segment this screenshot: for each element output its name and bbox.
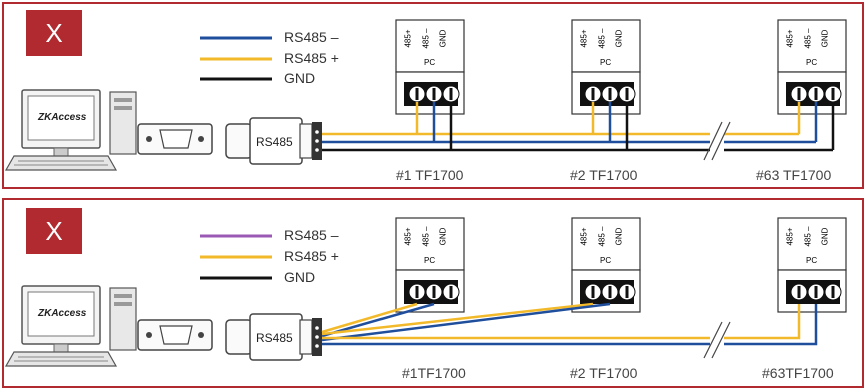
serial-port-icon: [137, 123, 213, 155]
device-label-1: #1TF1700: [402, 365, 466, 381]
break-marks: [703, 121, 731, 161]
pin-label-485-plus: 485+: [579, 29, 589, 48]
terminal-pins-63: 485+ 485 – GND PC: [778, 218, 846, 265]
terminal-block-63: [777, 19, 847, 115]
terminal-block-2: [571, 19, 641, 115]
zkaccess-logo: ZKAccess: [38, 112, 87, 123]
wiring-diagram-top: [4, 19, 847, 171]
rs485-converter-icon: [225, 117, 322, 165]
converter-label: RS485: [256, 331, 293, 345]
terminal-label: PC: [424, 58, 436, 67]
rs485-converter-icon: [225, 313, 322, 361]
pin-label-485-minus: 485 –: [421, 226, 431, 247]
pin-label-485-minus: 485 –: [597, 226, 607, 247]
terminal-pins-63: 485+ 485 – GND PC: [778, 20, 846, 67]
terminal-pins-1: 485+ 485 – GND PC: [396, 20, 464, 67]
pin-label-gnd: GND: [820, 29, 830, 48]
terminal-pins-2: 485+ 485 – GND PC: [572, 20, 640, 67]
pin-label-485-plus: 485+: [785, 227, 795, 246]
break-marks: [703, 321, 731, 359]
pin-label-485-plus: 485+: [403, 227, 413, 246]
terminal-block-1: [395, 19, 465, 115]
incorrect-badge: X: [26, 10, 82, 56]
pin-label-485-plus: 485+: [785, 29, 795, 48]
computer-icon: [4, 89, 137, 171]
pin-label-gnd: GND: [438, 29, 448, 48]
converter-label: RS485: [256, 135, 293, 149]
pin-label-gnd: GND: [438, 227, 448, 246]
terminal-pins-2: 485+ 485 – GND PC: [572, 218, 640, 265]
serial-port-icon: [137, 319, 213, 351]
panel-daisy-chain: X RS485 – RS485 + GND ZKAccess RS485 485…: [2, 2, 864, 189]
pin-label-485-minus: 485 –: [421, 28, 431, 49]
device-label-63: #63 TF1700: [756, 167, 832, 183]
legend-label-rs485-plus: RS485 +: [284, 50, 339, 66]
terminal-label: PC: [806, 58, 818, 67]
legend-label-rs485-plus: RS485 +: [284, 248, 339, 264]
terminal-label: PC: [600, 256, 612, 265]
legend-label-gnd: GND: [284, 70, 316, 86]
terminal-label: PC: [424, 256, 436, 265]
computer-icon: [4, 285, 137, 367]
pin-label-485-minus: 485 –: [597, 28, 607, 49]
pin-label-485-plus: 485+: [403, 29, 413, 48]
bus-wires-top: [322, 102, 835, 152]
pin-label-485-minus: 485 –: [803, 28, 813, 49]
device-label-1: #1 TF1700: [396, 167, 464, 183]
device-label-2: #2 TF1700: [570, 365, 638, 381]
terminal-label: PC: [600, 58, 612, 67]
pin-label-gnd: GND: [614, 227, 624, 246]
device-label-63: #63TF1700: [762, 365, 834, 381]
terminal-block-1: [395, 217, 465, 313]
pin-label-485-plus: 485+: [579, 227, 589, 246]
wiring-diagram-bottom: [4, 217, 847, 367]
pin-label-gnd: GND: [614, 29, 624, 48]
terminal-label: PC: [806, 256, 818, 265]
zkaccess-logo: ZKAccess: [38, 308, 87, 319]
terminal-pins-1: 485+ 485 – GND PC: [396, 218, 464, 265]
incorrect-badge: X: [26, 208, 82, 254]
pin-label-485-minus: 485 –: [803, 226, 813, 247]
panel-star-wiring: X RS485 – RS485 + GND ZKAccess RS485 485…: [2, 198, 864, 388]
legend-label-rs485-minus: RS485 –: [284, 227, 339, 243]
device-label-2: #2 TF1700: [570, 167, 638, 183]
legend-label-rs485-minus: RS485 –: [284, 29, 339, 45]
legend-label-gnd: GND: [284, 269, 316, 285]
pin-label-gnd: GND: [820, 227, 830, 246]
terminal-block-63: [777, 217, 847, 313]
star-wires-bottom: [321, 302, 818, 346]
